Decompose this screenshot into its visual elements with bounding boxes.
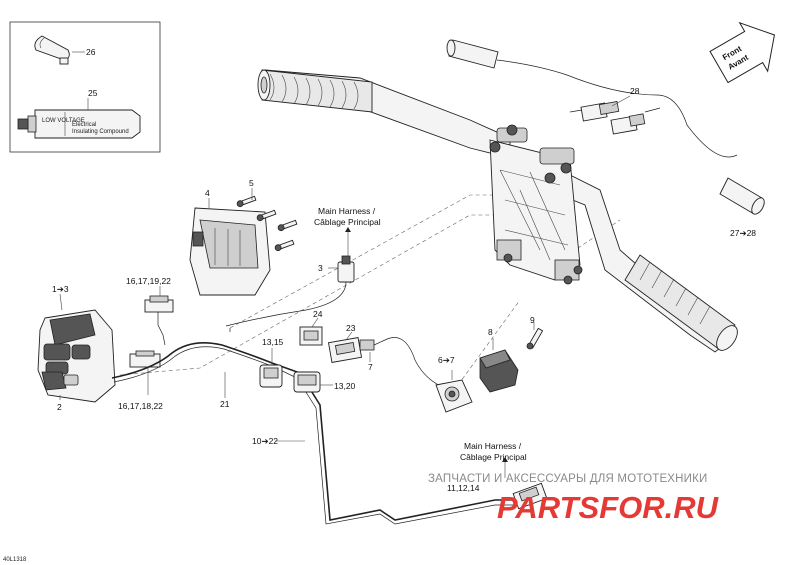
front-direction-arrow: Front Avant: [709, 21, 776, 84]
watermark-tagline: ЗАПЧАСТИ И АКСЕССУАРЫ ДЛЯ МОТОТЕХНИКИ: [428, 473, 708, 485]
grip-heater-27: [446, 39, 738, 158]
connector-part-3: [225, 227, 355, 327]
knob-part-8: [479, 338, 519, 393]
callout-3: 3: [318, 263, 323, 273]
cable-tie-part-26: [34, 35, 85, 65]
callout-2: 2: [57, 402, 62, 412]
screws-part-5: [236, 188, 298, 252]
connector-assembly-lower: [129, 350, 161, 395]
callout-24: 24: [313, 309, 323, 319]
callout-23: 23: [346, 323, 356, 333]
pin-part-9: [526, 322, 544, 350]
connectors-28: [569, 95, 661, 135]
connector-assembly-upper: [144, 286, 174, 346]
callout-6-7: 6➔7: [438, 355, 455, 365]
callout-16-17-19-22: 16,17,19,22: [126, 276, 171, 286]
callout-16-17-18-22: 16,17,18,22: [118, 401, 163, 411]
callout-26: 26: [86, 47, 96, 57]
callout-28: 28: [630, 86, 640, 96]
callout-5: 5: [249, 178, 254, 188]
watermark-logo: PARTSFOR.RU: [497, 490, 720, 525]
callout-27-28: 27➔28: [730, 228, 756, 238]
connectors-13: [259, 348, 333, 393]
tube-label-line-3: Insulating Compound: [72, 129, 129, 135]
switch-part-6: [435, 370, 473, 413]
inset-box: LOW VOLTAGE Electrical Insulating Compou…: [9, 21, 161, 153]
main-harness-top-line-1: Main Harness /: [318, 206, 376, 216]
callout-10-22: 10➔22: [252, 436, 278, 446]
main-harness-bottom-line-2: Câblage Principal: [460, 452, 527, 462]
compound-tube-part-25: LOW VOLTAGE Electrical Insulating Compou…: [17, 98, 141, 139]
callout-13-20: 13,20: [334, 381, 356, 391]
callout-25: 25: [88, 88, 98, 98]
right-grip: [624, 254, 738, 351]
grip-heater-28: [719, 177, 765, 215]
left-control-switch: [37, 293, 116, 403]
callout-7: 7: [368, 362, 373, 372]
tube-label-line-2: Electrical: [72, 122, 96, 128]
connector-part-11: [502, 457, 548, 510]
wiring-harness-part-21: [111, 328, 530, 525]
diagram-code: 40L1318: [3, 557, 27, 563]
callout-9: 9: [530, 315, 535, 325]
handlebar: [257, 39, 765, 353]
left-grip: [257, 69, 373, 113]
callout-11-12-14: 11,12,14: [447, 483, 480, 493]
callout-8: 8: [488, 327, 493, 337]
connector-part-24: [299, 317, 323, 346]
callout-4: 4: [205, 188, 210, 198]
main-harness-top-line-2: Câblage Principal: [314, 217, 381, 227]
connector-part-23: [327, 331, 446, 389]
callout-1-3: 1➔3: [52, 284, 69, 294]
callout-13-15: 13,15: [262, 337, 284, 347]
switch-housing-part-4: [189, 198, 271, 296]
tube-label-line-1: LOW VOLTAGE: [42, 118, 85, 124]
handlebar-riser: [489, 124, 583, 285]
main-harness-bottom-line-1: Main Harness /: [464, 441, 522, 451]
callout-21: 21: [220, 399, 230, 409]
